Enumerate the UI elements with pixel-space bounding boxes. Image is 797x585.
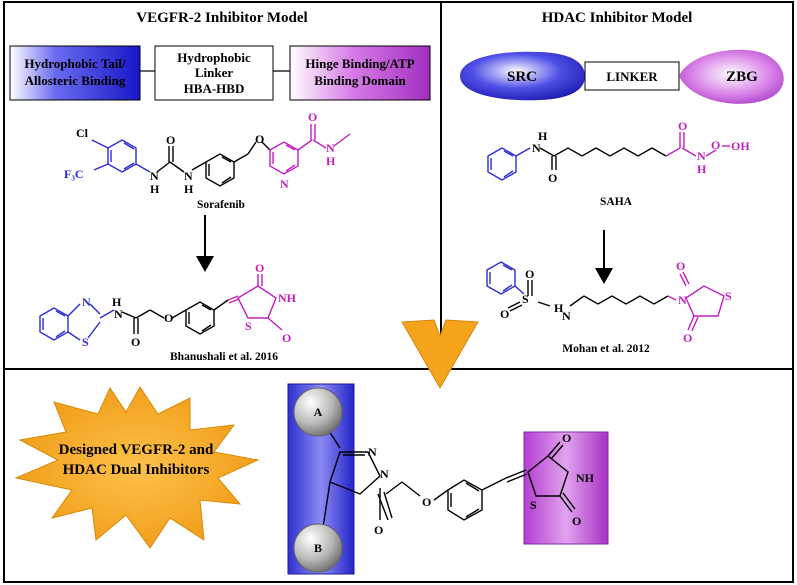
merge-chevron-icon [401,319,479,390]
mohan-structure [486,261,725,332]
atom-label: N [368,445,377,459]
atom-label: S [522,292,529,306]
atom-label: O [374,523,383,537]
bhanushali-structure [39,274,283,341]
ring-b-sphere [293,523,343,573]
atom-label: H [538,129,548,143]
atom-label: N [326,141,335,155]
atom-label: N [562,309,571,323]
atom-label: NH [278,291,297,305]
linker-box-line2: Linker [195,65,234,80]
atom-label: O [683,331,692,345]
atom-label: NH [576,471,595,485]
down-arrow-icon [196,256,214,272]
atom-label: N [380,467,389,481]
atom-label: S [530,498,537,512]
down-arrow-icon [595,268,613,284]
atom-label: N [114,307,123,321]
compound-name-sorafenib: Sorafenib [197,199,245,211]
atom-label: H [326,154,336,168]
atom-label: O [572,514,581,528]
ring-b-label: B [314,541,322,555]
linker-box [154,45,274,101]
atom-label: O [562,431,571,445]
saha-structure [487,132,717,181]
atom-label: F₃C [64,167,84,181]
src-shape [460,51,585,101]
atom-label: O [164,311,173,325]
atom-label: N [678,293,687,307]
hdac-title: HDAC Inhibitor Model [542,10,693,26]
zbg-shape [679,49,784,104]
atom-label: S [82,335,89,349]
linker-box-line1: Hydrophobic [177,50,251,65]
atom-label: O [166,133,175,147]
atom-label: Cl [76,126,89,140]
starburst-shape [14,386,260,549]
tail-box-line1: Hydrophobic Tail/ [24,56,126,71]
atom-label: O [282,331,291,345]
atom-label: N [280,177,289,191]
sorafenib-structure [91,124,351,187]
atom-label: H [554,301,564,315]
atom-label: S [725,289,732,303]
atom-label: O [255,132,264,146]
atom-label: O [308,110,317,124]
atom-label: O [525,267,534,281]
atom-label: H [112,295,122,309]
compound-name-bhanushali: Bhanushali et al. 2016 [170,351,278,363]
atom-label: N [150,169,159,183]
linker-box-line3: HBA-HBD [184,81,245,96]
atom-label: O [676,259,685,273]
vegfr-title: VEGFR-2 Inhibitor Model [136,10,307,26]
atom-label: O [678,119,687,133]
tail-box-line2: Allosteric Binding [25,73,126,88]
tail-box [9,45,141,101]
atom-label: O [422,495,431,509]
atom-label: H [697,162,707,176]
atom-label: N [82,295,91,309]
atom-label: O [548,171,557,185]
compound-name-mohan: Mohan et al. 2012 [562,343,650,355]
ring-a-label: A [314,405,323,419]
atom-label: O [131,335,140,349]
atom-label: O [255,261,264,275]
ring-a-sphere [293,387,343,437]
atom-label: O [500,307,509,321]
zbg-label: ZBG [726,69,758,85]
zbg-region-box [523,431,609,545]
atom-label: N [184,169,193,183]
src-label: SRC [507,69,537,85]
atom-label: S [245,319,252,333]
atom-label: N [697,149,706,163]
hinge-box-line1: Hinge Binding/ATP [305,56,414,71]
atom-label: H [150,182,160,196]
outer-frame [3,1,794,583]
designed-label-line2: HDAC Dual Inhibitors [63,462,210,478]
designed-label-line1: Designed VEGFR-2 and [59,442,214,458]
hinge-box-line2: Binding Domain [314,73,406,88]
atom-label: O [711,138,720,152]
hdac-linker-label: LINKER [606,69,658,84]
atom-label: H [184,182,194,196]
hinge-box [289,45,431,101]
atom-label: N [532,141,541,155]
atom-label: OH [731,139,750,153]
compound-name-saha: SAHA [600,196,633,208]
hdac-linker-box [584,61,680,91]
